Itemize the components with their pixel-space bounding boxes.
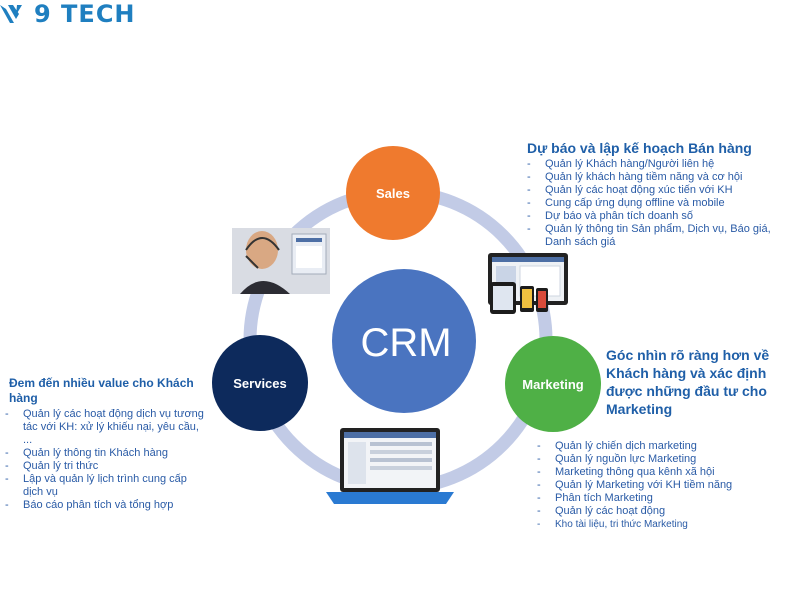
marketing-panel-title: Góc nhìn rõ ràng hơn về Khách hàng và xá… xyxy=(606,347,770,417)
marketing-panel: Quản lý chiến dịch marketing Quản lý ngu… xyxy=(537,440,787,531)
headset-operator-photo xyxy=(232,228,330,294)
sales-panel-list: Quản lý Khách hàng/Người liên hệ Quản lý… xyxy=(527,158,789,249)
v-wing-logo-icon xyxy=(0,5,22,23)
list-item: Quản lý các hoạt động xyxy=(537,505,787,518)
list-item: Quản lý thông tin Khách hàng xyxy=(5,447,205,460)
logo: 9 TECH xyxy=(0,0,800,28)
list-item: Quản lý chiến dịch marketing xyxy=(537,440,787,453)
list-item: Quản lý Marketing với KH tiềm năng xyxy=(537,479,787,492)
list-item: Quản lý tri thức xyxy=(5,460,205,473)
list-item: Marketing thông qua kênh xã hội xyxy=(537,466,787,479)
sales-panel-title: Dự báo và lập kế hoạch Bán hàng xyxy=(527,140,752,156)
list-item: Báo cáo phân tích và tổng hợp xyxy=(5,499,205,512)
list-item: Quản lý các hoạt động dịch vụ tương tác … xyxy=(5,408,205,447)
services-node-label: Services xyxy=(233,376,287,391)
laptop-photo xyxy=(326,428,454,504)
marketing-panel-title-box: Góc nhìn rõ ràng hơn về Khách hàng và xá… xyxy=(606,346,792,418)
crm-center-circle xyxy=(332,269,476,413)
multi-device-photo xyxy=(488,253,568,314)
services-panel-title: Đem đến nhiều value cho Khách hàng xyxy=(9,376,194,405)
marketing-node-circle xyxy=(505,336,601,432)
sales-panel: Dự báo và lập kế hoạch Bán hàng Quản lý … xyxy=(527,140,789,249)
marketing-node-label: Marketing xyxy=(522,377,583,392)
list-item: Quản lý các hoạt động xúc tiến với KH xyxy=(527,184,789,197)
list-item: Quản lý Khách hàng/Người liên hệ xyxy=(527,158,789,171)
services-panel: Đem đến nhiều value cho Khách hàng Quản … xyxy=(5,376,205,512)
list-item: Phân tích Marketing xyxy=(537,492,787,505)
list-item: Cung cấp ứng dụng offline và mobile xyxy=(527,197,789,210)
list-item: Quản lý khách hàng tiềm năng và cơ hội xyxy=(527,171,789,184)
sales-node-label: Sales xyxy=(376,186,410,201)
logo-text: 9 TECH xyxy=(34,0,136,28)
services-node-circle xyxy=(212,335,308,431)
sales-node-circle xyxy=(346,146,440,240)
list-item: Quản lý nguồn lực Marketing xyxy=(537,453,787,466)
services-panel-list: Quản lý các hoạt động dịch vụ tương tác … xyxy=(5,408,205,512)
list-item: Quản lý thông tin Sản phẩm, Dịch vụ, Báo… xyxy=(527,223,789,249)
list-item: Kho tài liệu, tri thức Marketing xyxy=(537,518,787,531)
marketing-panel-list: Quản lý chiến dịch marketing Quản lý ngu… xyxy=(537,440,787,531)
list-item: Lập và quản lý lịch trình cung cấp dịch … xyxy=(5,473,205,499)
list-item: Dự báo và phân tích doanh số xyxy=(527,210,789,223)
crm-center-label: CRM xyxy=(360,321,451,365)
